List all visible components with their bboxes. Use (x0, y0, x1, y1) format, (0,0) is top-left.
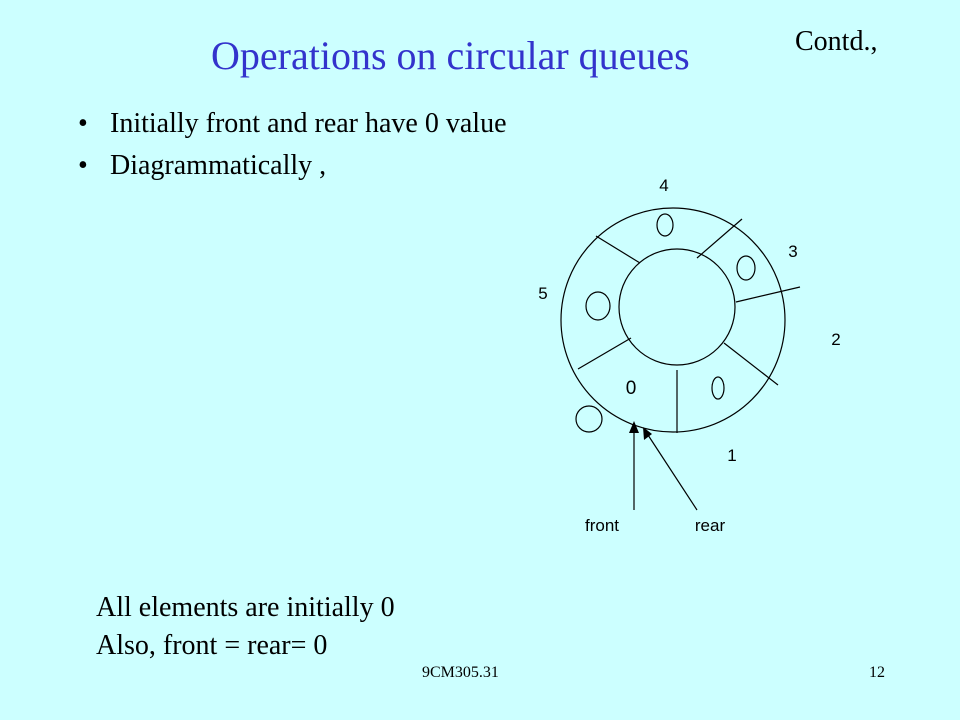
front-arrowhead-icon (629, 421, 639, 433)
rear-arrowhead-icon (643, 427, 652, 440)
front-pointer-label: front (585, 516, 619, 535)
slot-label: 5 (538, 284, 547, 303)
slot-element-oval (656, 213, 674, 237)
slot-divider (595, 235, 641, 264)
bullet-item: • Diagrammatically , (78, 150, 326, 182)
bullet-text: Initially front and rear have 0 value (110, 108, 507, 139)
slot-element-oval (575, 405, 603, 433)
note-line: All elements are initially 0 (96, 592, 395, 623)
inner-ring (618, 248, 736, 366)
slot-element-oval (711, 376, 725, 400)
bullet-item: • Initially front and rear have 0 value (78, 108, 507, 140)
slot-label: 2 (831, 330, 840, 349)
slot-divider (696, 218, 743, 259)
slot-element-oval (585, 291, 611, 321)
contd-label: Contd., (795, 26, 878, 57)
page-number: 12 (869, 664, 885, 681)
footer-course-code: 9CM305.31 (422, 664, 499, 681)
bullet-text: Diagrammatically , (110, 150, 327, 181)
slot-label: 1 (727, 446, 736, 465)
slot-label: 3 (788, 242, 797, 261)
slide-title: Operations on circular queues (211, 33, 690, 78)
slot-divider (577, 337, 632, 370)
slot-divider (735, 286, 801, 303)
rear-pointer-arrow (647, 434, 698, 511)
bullet-dot-icon: • (78, 150, 88, 181)
rear-pointer-label: rear (695, 516, 726, 535)
bullet-dot-icon: • (78, 108, 88, 139)
slot-divider (723, 342, 779, 386)
slot-value: 0 (626, 378, 637, 399)
slot-label: 4 (659, 176, 668, 195)
slot-element-oval (736, 255, 756, 281)
note-line: Also, front = rear= 0 (96, 630, 328, 661)
outer-ring (560, 207, 786, 433)
